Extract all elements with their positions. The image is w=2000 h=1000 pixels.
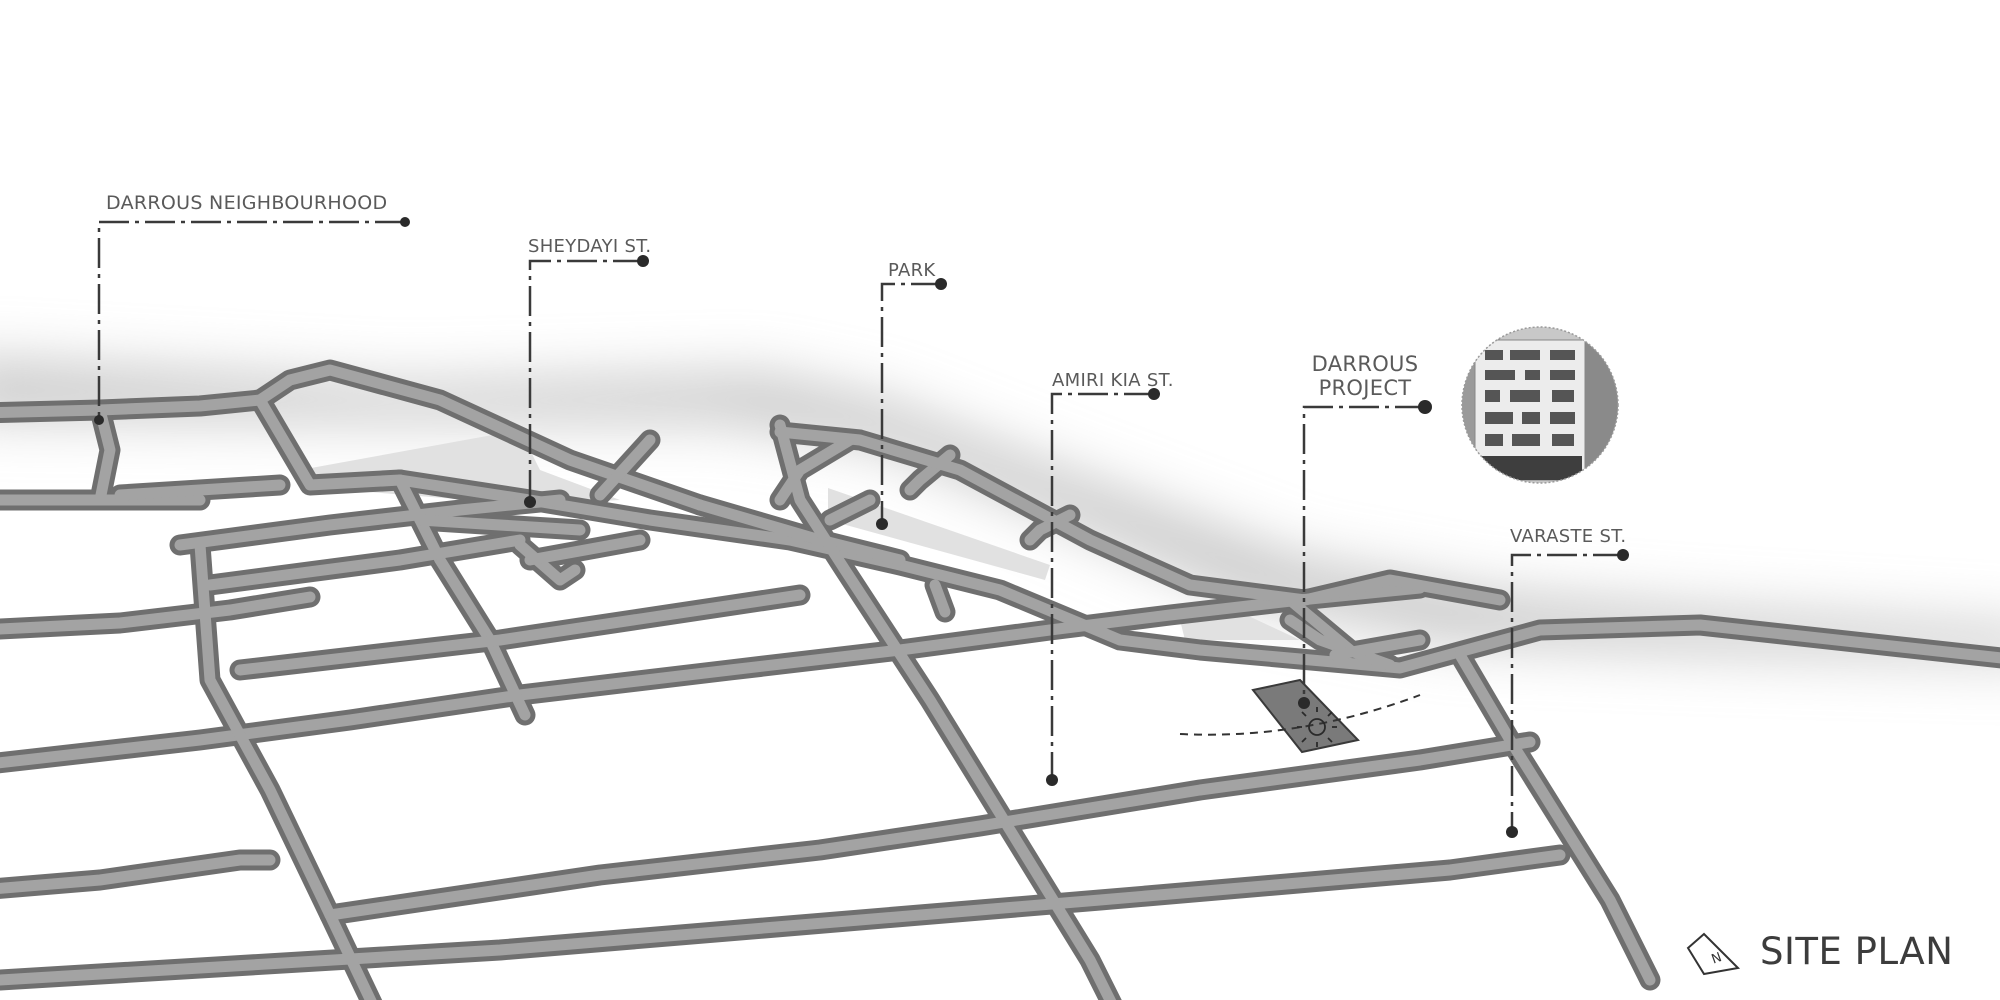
label-varaste-st: VARASTE ST. (1510, 526, 1627, 547)
label-park: PARK (888, 260, 936, 281)
leader-dots (94, 217, 1629, 838)
sun-icon (1297, 707, 1337, 747)
project-parcel (1179, 678, 1421, 754)
label-darrous-project-line2: PROJECT (1318, 376, 1412, 400)
label-darrous-neighbourhood: DARROUS NEIGHBOURHOOD (106, 192, 388, 214)
leader-lines (97, 220, 1623, 832)
north-arrow-label: N (1710, 950, 1724, 967)
project-photo (1461, 326, 1619, 484)
north-arrow-icon: N (1686, 932, 1741, 976)
page-title: SITE PLAN (1760, 930, 1954, 973)
label-darrous-project-line1: DARROUS (1311, 352, 1419, 376)
label-amiri-kia-st: AMIRI KIA ST. (1052, 370, 1174, 391)
road-network-fill (0, 364, 2000, 1000)
label-darrous-project: DARROUS PROJECT (1300, 352, 1430, 400)
label-sheydayi-st: SHEYDAYI ST. (528, 236, 652, 257)
